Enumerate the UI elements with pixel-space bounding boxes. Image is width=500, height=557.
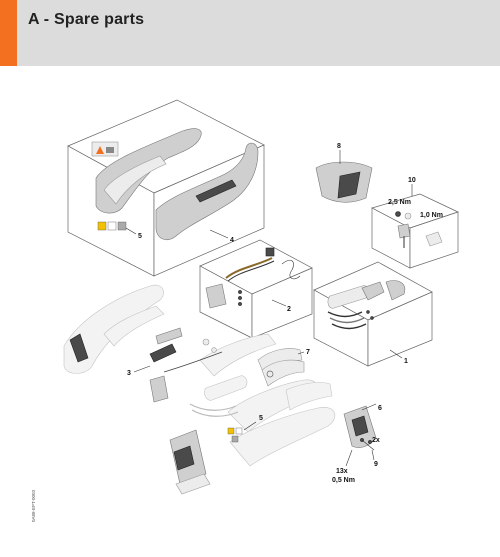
label-stickers-5b xyxy=(227,427,243,443)
document-code: 0A88-EPT-0003 xyxy=(31,489,36,522)
housing-shell-right xyxy=(155,142,259,240)
callout-5b: 5 xyxy=(259,415,263,422)
accent-bar xyxy=(0,0,17,66)
blade-parts xyxy=(257,348,305,387)
screw-parts-9 xyxy=(360,438,375,451)
callout-8: 8 xyxy=(337,143,341,150)
motor-part xyxy=(327,280,406,330)
callout-7: 7 xyxy=(306,349,310,356)
screw-kit-frame xyxy=(371,193,459,269)
callout-6: 6 xyxy=(378,405,382,412)
callout-1: 1 xyxy=(404,358,408,365)
callout-5a: 5 xyxy=(138,233,142,240)
page-header: A - Spare parts xyxy=(0,0,500,66)
torque-value-1: 2,5 Nm xyxy=(388,199,411,206)
page-title: A - Spare parts xyxy=(28,11,145,28)
callout-4: 4 xyxy=(230,237,234,244)
callout-3: 3 xyxy=(127,370,131,377)
battery-part xyxy=(169,429,211,495)
torque-value-2: 1,0 Nm xyxy=(420,212,443,219)
label-stickers-5a xyxy=(97,221,127,231)
callout-10: 10 xyxy=(408,177,416,184)
cover-plate-part xyxy=(343,405,377,448)
trigger-cable-part xyxy=(149,327,223,403)
front-cover-part xyxy=(315,161,373,203)
quantity-2x: 2x xyxy=(372,437,380,444)
callout-2: 2 xyxy=(287,306,291,313)
exploded-view-drawing: 5 4 8 10 2,5 Nm 1,0 Nm 2 xyxy=(63,99,459,495)
switch-assembly-part xyxy=(205,247,301,309)
assembled-tool-ghost xyxy=(63,284,336,467)
torque-value-3: 0,5 Nm xyxy=(332,477,355,484)
housing-shell-left xyxy=(95,128,202,214)
callout-9: 9 xyxy=(374,461,378,468)
screw-washer-parts xyxy=(395,211,443,248)
quantity-13x: 13x xyxy=(336,468,348,475)
motor-ghost xyxy=(189,375,248,417)
warning-labels xyxy=(91,141,119,157)
